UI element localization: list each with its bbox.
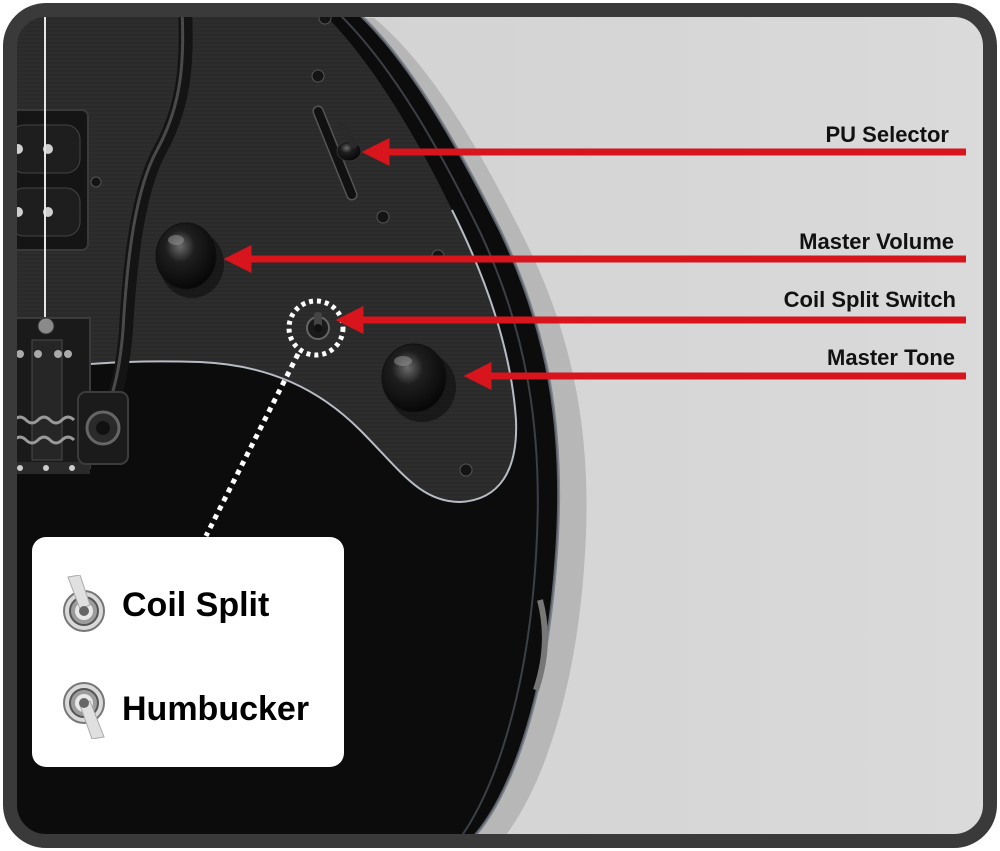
label-coil-split-switch: Coil Split Switch xyxy=(783,287,956,312)
frame-border xyxy=(3,3,997,848)
output-jack xyxy=(533,599,548,691)
callout-arrows xyxy=(223,138,966,390)
body-binding xyxy=(353,10,561,841)
tremolo-arm xyxy=(93,10,193,432)
toggle-up-icon xyxy=(63,575,105,632)
humbucker-pickup xyxy=(10,109,89,251)
legend-item-humbucker: Humbucker xyxy=(32,679,309,739)
tremolo-arm-socket xyxy=(77,391,129,465)
legend-label-coil-split: Coil Split xyxy=(122,585,270,624)
pu-selector-switch xyxy=(312,105,362,201)
legend-label-humbucker: Humbucker xyxy=(122,689,310,728)
legend-item-coil-split: Coil Split xyxy=(32,575,269,635)
master-tone-knob xyxy=(381,343,456,422)
legend-leader-line xyxy=(203,352,301,538)
coil-split-toggle xyxy=(306,312,330,340)
label-master-volume: Master Volume xyxy=(799,229,954,254)
label-pu-selector: PU Selector xyxy=(825,122,950,147)
label-master-tone: Master Tone xyxy=(827,345,955,370)
switch-legend: Coil Split Humbucker xyxy=(32,537,344,767)
pickguard-edge xyxy=(10,209,518,504)
toggle-down-icon xyxy=(63,682,105,739)
master-volume-knob xyxy=(155,222,224,298)
